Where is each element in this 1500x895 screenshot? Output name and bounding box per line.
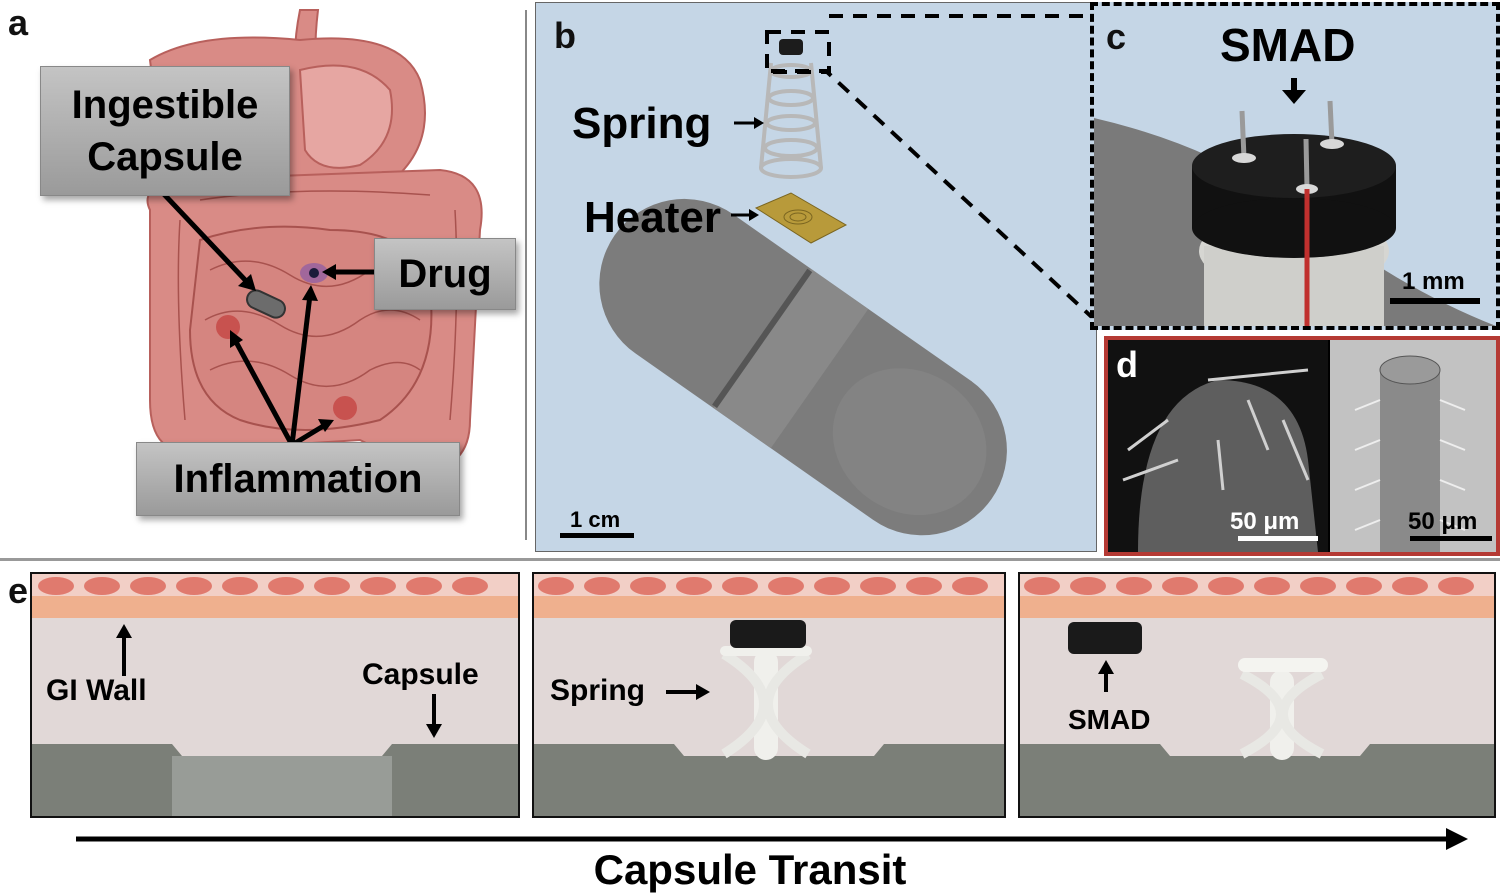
- smad-small: [779, 39, 803, 55]
- transit-frame-2: Spring: [532, 572, 1006, 818]
- label-spring-e: Spring: [550, 674, 645, 707]
- panel-b: b Spring Heater 1 cm: [535, 2, 1097, 552]
- sem-image-right: [1330, 340, 1496, 552]
- label-capsule: Capsule: [362, 658, 479, 691]
- label-heater: Heater: [584, 193, 721, 242]
- scale-label-1cm: 1 cm: [570, 507, 621, 532]
- heater-chip: [754, 192, 848, 244]
- epithelial-cells: [38, 577, 488, 595]
- label-spring: Spring: [572, 99, 712, 148]
- panel-letter-d: d: [1116, 344, 1138, 385]
- label-smad-e: SMAD: [1068, 704, 1151, 735]
- inflammation-spot: [333, 396, 357, 420]
- label-box-inflammation: Inflammation: [136, 442, 460, 516]
- label-capsule-transit: Capsule Transit: [593, 846, 907, 893]
- divider-vertical: [525, 10, 527, 540]
- label-box-ingestible-capsule: Ingestible Capsule: [40, 66, 290, 196]
- panel-letter-e: e: [8, 570, 29, 611]
- scale-bar-1mm: [1390, 298, 1480, 304]
- capsule-render: [560, 14, 1096, 538]
- sem-image-left: [1108, 340, 1328, 552]
- scale-label-1mm: 1 mm: [1402, 268, 1465, 295]
- label-ingestible-capsule: Ingestible Capsule: [71, 83, 259, 179]
- panel-c: c SMAD 1 mm: [1090, 2, 1500, 330]
- smad-render: [1094, 78, 1496, 326]
- scale-label-right: 50 μm: [1408, 508, 1478, 535]
- spring-extended: [720, 646, 812, 760]
- transit-frame-3: SMAD: [1018, 572, 1496, 818]
- spring-released: [1238, 658, 1328, 760]
- label-drug: Drug: [398, 252, 492, 296]
- label-smad: SMAD: [1220, 19, 1356, 71]
- panel-letter-b: b: [554, 15, 576, 56]
- smad-on-spring: [730, 620, 806, 648]
- panel-letter-a: a: [8, 2, 29, 43]
- stomach-inner: [298, 64, 393, 169]
- scale-label-left: 50 μm: [1230, 508, 1300, 535]
- capsule-illustration: [246, 289, 286, 319]
- smad-detached: [1068, 622, 1142, 654]
- panel-letter-c: c: [1106, 16, 1127, 57]
- label-gi-wall: GI Wall: [46, 674, 147, 707]
- spring-render: [759, 62, 823, 179]
- transit-frame-1: GI Wall Capsule: [30, 572, 520, 818]
- label-inflammation: Inflammation: [173, 457, 423, 501]
- capsule-body: [599, 198, 1007, 536]
- divider-horizontal: [0, 558, 1500, 561]
- scale-bar-1cm: [560, 533, 634, 538]
- panel-d: d 50 μm 50 μm: [1104, 336, 1500, 556]
- label-box-drug: Drug: [374, 238, 516, 310]
- inflammation-spot: [216, 315, 240, 339]
